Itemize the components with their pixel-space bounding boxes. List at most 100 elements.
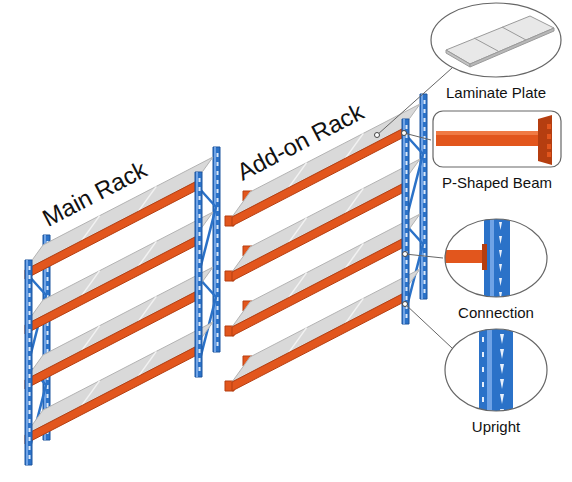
upright-hole bbox=[199, 259, 201, 263]
leader-dot bbox=[403, 252, 408, 257]
main-rack bbox=[25, 147, 220, 465]
upright-hole bbox=[406, 179, 408, 183]
upright-hole bbox=[29, 338, 31, 342]
upright-hole bbox=[499, 292, 502, 300]
upright-hole bbox=[499, 278, 502, 286]
upright-post bbox=[420, 94, 427, 299]
upright-hole bbox=[29, 446, 31, 450]
upright-hole bbox=[217, 153, 219, 157]
upright-hole bbox=[424, 262, 426, 266]
beam-top bbox=[436, 131, 540, 135]
upright-hole bbox=[29, 266, 31, 270]
connector-hook bbox=[547, 124, 551, 129]
upright-hole bbox=[47, 403, 49, 407]
callout-outline bbox=[430, 2, 562, 78]
upright-hole bbox=[217, 324, 219, 328]
beam-body bbox=[436, 131, 540, 146]
plate-edge bbox=[470, 28, 554, 67]
callout-node: Connection bbox=[444, 218, 548, 322]
upright-hole bbox=[29, 356, 31, 360]
upright-hole bbox=[29, 428, 31, 432]
upright-face bbox=[490, 210, 494, 310]
upright-hole bbox=[47, 277, 49, 281]
upright-hole bbox=[217, 225, 219, 229]
upright-post bbox=[25, 260, 32, 465]
upright-hole bbox=[424, 226, 426, 230]
upright-hole bbox=[406, 215, 408, 219]
upright-hole bbox=[500, 364, 504, 374]
upright-hole bbox=[424, 100, 426, 104]
upright-hole bbox=[406, 224, 408, 228]
upright-hole bbox=[29, 302, 31, 306]
upright-hole bbox=[217, 216, 219, 220]
upright-hole bbox=[500, 334, 504, 344]
upright-hole bbox=[406, 278, 408, 282]
upright-hole bbox=[47, 331, 49, 335]
beam-body bbox=[440, 250, 486, 263]
callout-label: Upright bbox=[444, 418, 548, 436]
upright-post bbox=[402, 119, 409, 324]
upright-slot bbox=[482, 337, 484, 342]
upright-hole bbox=[424, 163, 426, 167]
upright-hole bbox=[199, 214, 201, 218]
upright-hole bbox=[424, 181, 426, 185]
upright-hole bbox=[217, 189, 219, 193]
upright-hole bbox=[217, 342, 219, 346]
upright-hole bbox=[29, 284, 31, 288]
upright-hole bbox=[199, 178, 201, 182]
upright-hole bbox=[499, 222, 502, 230]
callout-outline bbox=[432, 110, 562, 168]
callout-outline bbox=[444, 328, 548, 412]
callout-shape bbox=[430, 2, 562, 78]
upright-hole bbox=[217, 261, 219, 265]
callout-label: P-Shaped Beam bbox=[432, 174, 562, 192]
upright-hole bbox=[29, 320, 31, 324]
upright-hole bbox=[29, 419, 31, 423]
upright-body bbox=[484, 210, 510, 310]
callout-label: Connection bbox=[444, 304, 548, 322]
upright-hole bbox=[424, 118, 426, 122]
leader-line bbox=[377, 68, 452, 135]
upright-hole bbox=[199, 205, 201, 209]
upright-face bbox=[196, 172, 198, 377]
upright-hole bbox=[199, 304, 201, 308]
upright-hole bbox=[406, 143, 408, 147]
upright-hole bbox=[199, 340, 201, 344]
upright-hole bbox=[217, 198, 219, 202]
upright-hole bbox=[199, 232, 201, 236]
upright-detail bbox=[479, 322, 513, 422]
leader-line bbox=[405, 304, 452, 348]
plate-edge bbox=[446, 50, 470, 67]
upright-hole bbox=[199, 322, 201, 326]
upright-face bbox=[421, 94, 423, 299]
plate-seam bbox=[474, 38, 498, 51]
upright-face bbox=[487, 322, 492, 422]
upright-hole bbox=[424, 289, 426, 293]
upright-hole bbox=[199, 313, 201, 317]
upright-hole bbox=[424, 199, 426, 203]
upright-hole bbox=[217, 306, 219, 310]
upright-hole bbox=[499, 236, 502, 244]
rack-label: Main Rack bbox=[38, 155, 152, 232]
upright-hole bbox=[29, 437, 31, 441]
upright-hole bbox=[217, 270, 219, 274]
plate-seam bbox=[502, 27, 526, 40]
upright-hole bbox=[29, 455, 31, 459]
upright-hole bbox=[406, 233, 408, 237]
upright-hole bbox=[424, 145, 426, 149]
upright-hole bbox=[424, 172, 426, 176]
upright-hole bbox=[29, 392, 31, 396]
upright-slot bbox=[482, 397, 484, 402]
upright-hole bbox=[29, 410, 31, 414]
upright-hole bbox=[29, 275, 31, 279]
upright-post bbox=[195, 172, 202, 377]
upright-hole bbox=[199, 286, 201, 290]
callout-label: Laminate Plate bbox=[430, 84, 562, 102]
upright-hole bbox=[406, 269, 408, 273]
callout-shape bbox=[444, 218, 548, 298]
upright-hole bbox=[217, 288, 219, 292]
upright-hole bbox=[424, 109, 426, 113]
leader-dot bbox=[375, 133, 380, 138]
upright-hole bbox=[29, 311, 31, 315]
